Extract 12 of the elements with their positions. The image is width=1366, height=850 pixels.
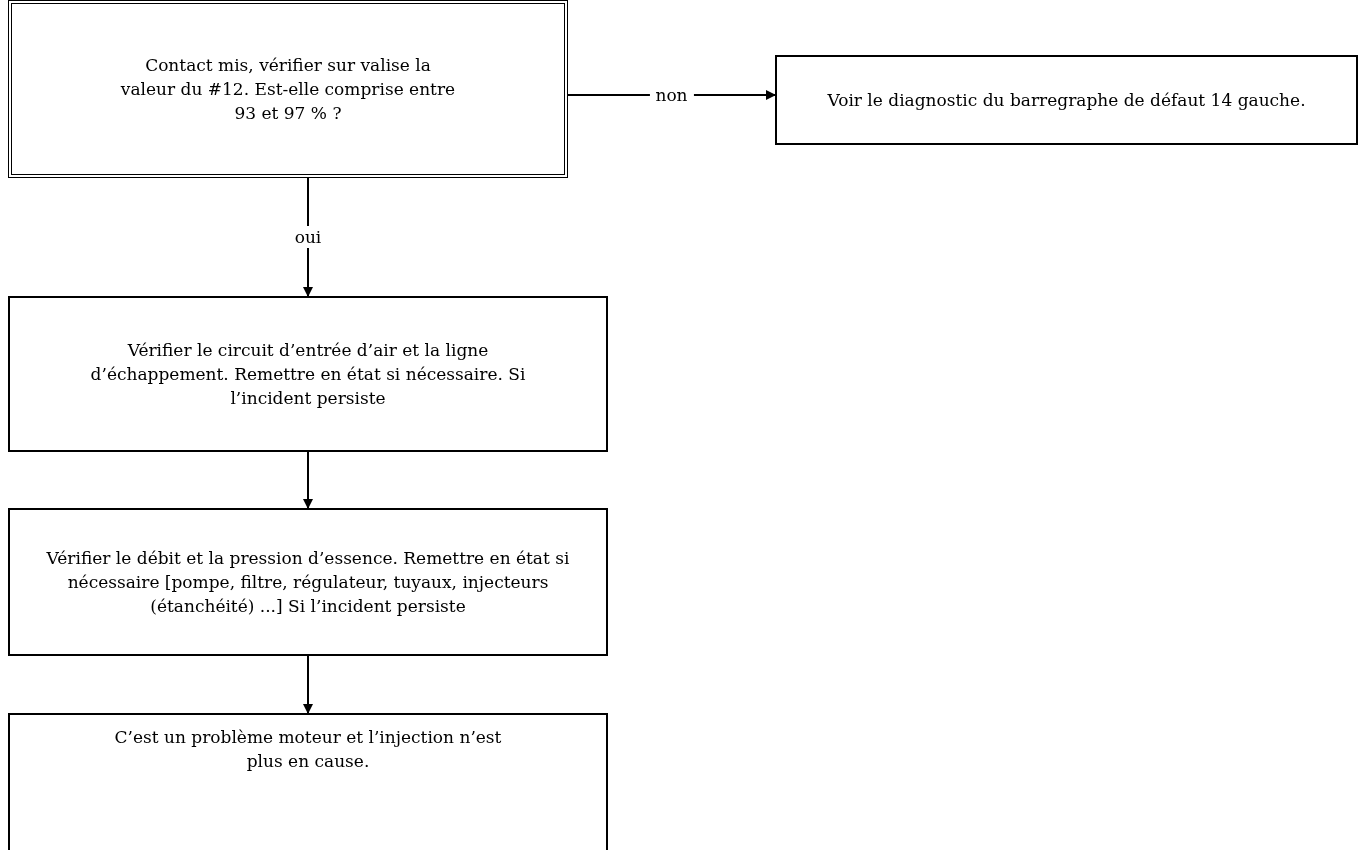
box-text: Vérifier le débit et la pression d’essence. Remettre en état si nécessaire [pompe, filtre, régulateur, tuyaux, injecteurs (étanchéité) ...] Si l’incident persiste	[45, 547, 571, 618]
process-box	[775, 55, 1358, 145]
arrow	[303, 655, 313, 714]
box-text: Contact mis, vérifier sur valise la valeur du #12. Est-elle comprise entre 93 et 97 % ?	[119, 54, 457, 125]
process-box	[8, 508, 608, 656]
box-text: Voir le diagnostic du barregraphe de défaut 14 gauche.	[826, 89, 1307, 112]
process-box	[8, 296, 608, 452]
box-text: C’est un problème moteur et l’injection n’est plus en cause.	[113, 726, 503, 773]
process-box	[8, 0, 568, 178]
process-box	[8, 713, 608, 850]
box-text: Vérifier le circuit d’entrée d’air et la ligne d’échappement. Remettre en état si nécessaire. Si l’incident persiste	[89, 339, 527, 410]
arrow	[303, 451, 313, 509]
